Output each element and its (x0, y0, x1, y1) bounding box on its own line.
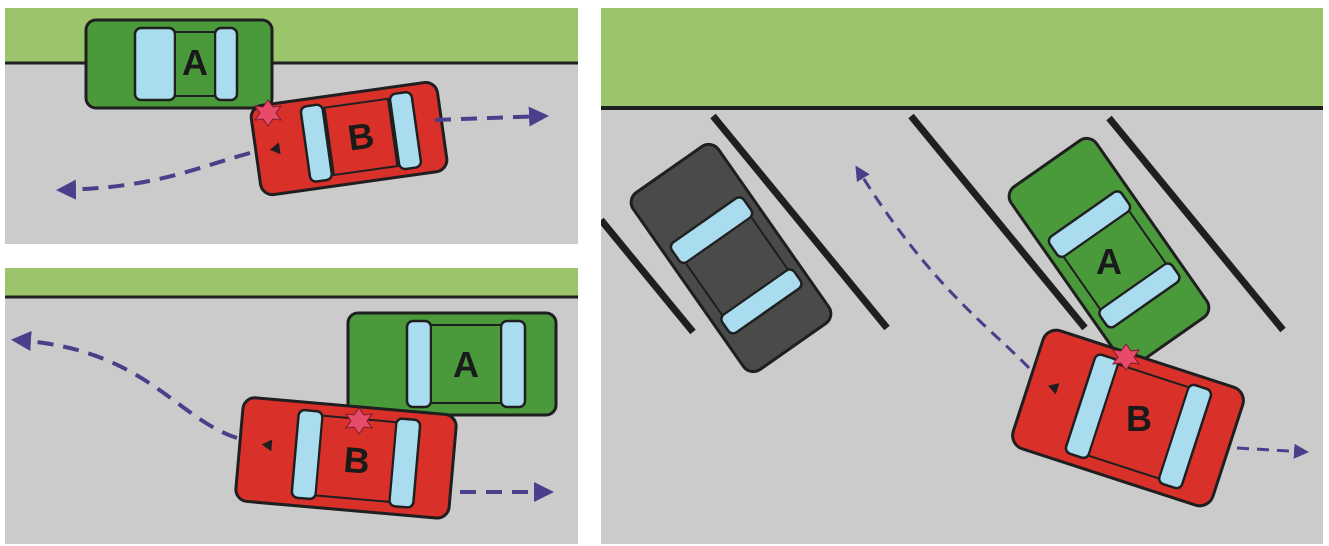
car-a-label: A (1096, 241, 1122, 282)
car-a: A (348, 313, 556, 415)
car-a: A (86, 20, 272, 108)
scene-bottom-left-svg: A B (5, 268, 578, 544)
car-a-label: A (182, 42, 208, 83)
car-b-label: B (1126, 398, 1152, 439)
scene-top-left-svg: A B (5, 8, 578, 244)
car-a-label: A (453, 344, 479, 385)
grass-strip (601, 8, 1323, 106)
scene-right-svg: A B (601, 8, 1323, 544)
car-b: B (235, 397, 457, 519)
scene-right: A B (601, 8, 1323, 544)
car-b-label: B (342, 439, 371, 482)
scene-bottom-left: A B (5, 268, 578, 544)
scene-top-left: A B (5, 8, 578, 244)
grass-strip (5, 268, 578, 296)
